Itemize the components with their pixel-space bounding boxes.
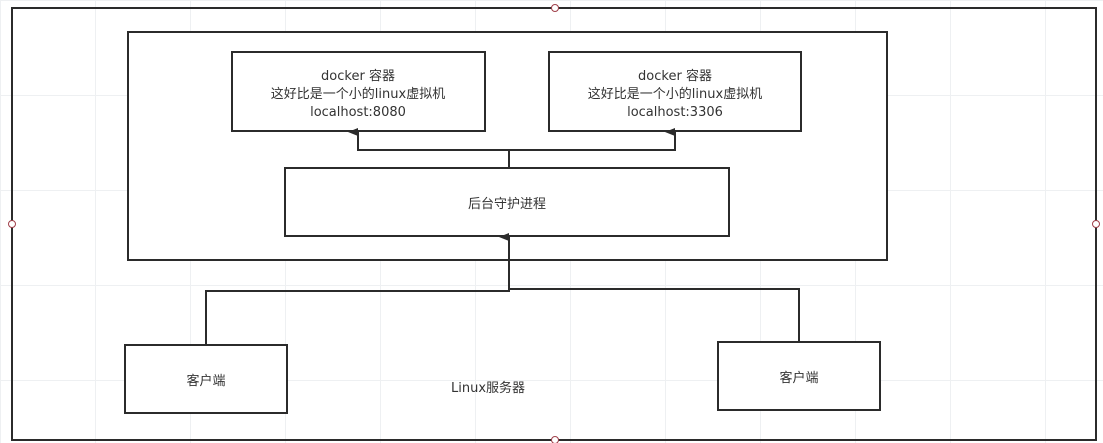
daemon-label: 后台守护进程 bbox=[468, 197, 546, 212]
client-1-label: 客户端 bbox=[186, 373, 225, 389]
container-1-address: localhost:8080 bbox=[310, 105, 406, 120]
resize-handle-left[interactable] bbox=[8, 220, 16, 228]
daemon-box[interactable]: 后台守护进程 bbox=[284, 167, 730, 237]
container-box-2[interactable]: docker 容器 这好比是一个小的linux虚拟机 localhost:330… bbox=[548, 51, 802, 132]
arrow-client-1-to-daemon[interactable] bbox=[205, 233, 510, 345]
client-box-2[interactable]: 客户端 bbox=[717, 341, 881, 411]
arrow-daemon-to-container-2[interactable] bbox=[509, 128, 676, 151]
container-1-title: docker 容器 bbox=[321, 68, 395, 84]
container-2-address: localhost:3306 bbox=[627, 105, 723, 120]
arrow-daemon-to-container-1[interactable] bbox=[348, 128, 510, 168]
container-1-desc: 这好比是一个小的linux虚拟机 bbox=[271, 86, 445, 102]
client-2-label: 客户端 bbox=[779, 370, 818, 386]
container-2-desc: 这好比是一个小的linux虚拟机 bbox=[588, 86, 762, 102]
resize-handle-right[interactable] bbox=[1092, 220, 1100, 228]
client-box-1[interactable]: 客户端 bbox=[124, 344, 288, 414]
container-2-title: docker 容器 bbox=[638, 68, 712, 84]
container-box-1[interactable]: docker 容器 这好比是一个小的linux虚拟机 localhost:808… bbox=[231, 51, 486, 132]
resize-handle-top[interactable] bbox=[551, 4, 559, 12]
arrow-client-2-to-daemon[interactable] bbox=[509, 288, 800, 342]
server-label: Linux服务器 bbox=[451, 380, 525, 396]
resize-handle-bottom[interactable] bbox=[551, 436, 559, 443]
